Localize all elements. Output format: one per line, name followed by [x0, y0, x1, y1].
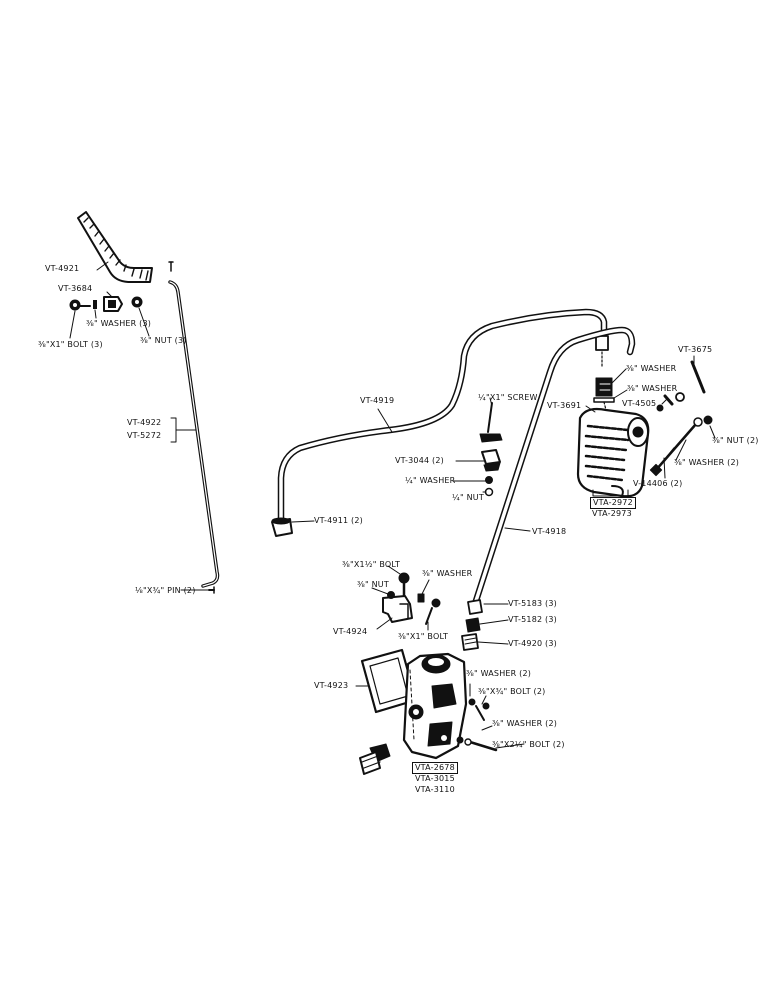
label-bracket: VT-4924	[333, 627, 368, 636]
pump-mount-hardware	[649, 360, 713, 477]
label-pump-washer-mid: ⅜" WASHER	[627, 384, 678, 393]
valve-hardware	[456, 698, 498, 752]
label-pump-bolt: V-14406 (2)	[633, 479, 683, 488]
label-clip-nut: ¼" NUT	[452, 493, 484, 502]
label-valve-washer-low: ⅜" WASHER (2)	[492, 719, 558, 728]
label-long-tube: VT-4919	[360, 396, 395, 405]
label-control-lever: VT-4921	[45, 264, 80, 273]
label-elbow-a: VT-5183 (3)	[508, 599, 557, 608]
rod-top-pin	[168, 261, 174, 272]
label-tube-fitting: VT-4911 (2)	[314, 516, 363, 525]
label-pump-nut: ⅜" NUT (2)	[712, 436, 759, 445]
label-cover-plate: VT-4923	[314, 681, 349, 690]
label-bracket-nut: ⅜" NUT	[357, 580, 389, 589]
control-rod	[168, 280, 220, 594]
pump-tube	[469, 326, 636, 614]
label-valve-bolt-low: ⅜"X2¼" BOLT (2)	[492, 740, 565, 749]
label-control-rod-b: VT-5272	[127, 431, 162, 440]
elbow-fittings	[461, 599, 483, 651]
label-clip-screw: ¼"X1" SCREW	[478, 393, 538, 402]
valve-plug	[359, 743, 391, 775]
label-rod-pin: ⅛"X¾" PIN (2)	[135, 586, 196, 595]
label-valve-washer-top: ⅜" WASHER (2)	[466, 669, 532, 678]
label-pump-washer-top: ⅜" WASHER	[626, 364, 677, 373]
label-lever-pivot: VT-3684	[58, 284, 93, 293]
lever-hardware	[69, 296, 143, 312]
label-lever-bolt: ⅜"X1" BOLT (3)	[38, 340, 103, 349]
label-clip: VT-3044 (2)	[395, 456, 444, 465]
label-elbow-c: VT-4920 (3)	[508, 639, 557, 648]
long-tube	[271, 308, 609, 537]
label-control-rod-a: VT-4922	[127, 418, 162, 427]
hydraulic-pump	[576, 377, 650, 498]
label-valve-assy-b: VTA-3015	[415, 774, 455, 783]
label-pump-assy-b: VTA-2973	[592, 509, 632, 518]
label-valve-assy-c: VTA-3110	[415, 785, 455, 794]
label-valve-assy-a: VTA-2678	[412, 762, 458, 774]
leader-lines	[69, 261, 716, 749]
bracket-assembly	[382, 572, 441, 625]
label-pump-assy-a: VTA-2972	[590, 497, 636, 509]
label-lever-nut: ⅜" NUT (3)	[140, 336, 187, 345]
control-valve	[402, 652, 468, 760]
label-pump-gasket: VT-3691	[547, 401, 582, 410]
label-pump-tube: VT-4918	[532, 527, 567, 536]
label-bracket-bolt: ⅜"X1½" BOLT	[342, 560, 401, 569]
label-pump-spacer: VT-4505	[622, 399, 657, 408]
label-lever-washer: ⅜" WASHER (3)	[86, 319, 152, 328]
label-bracket-bolt2: ⅜"X1" BOLT	[398, 632, 449, 641]
label-pump-stud: VT-3675	[678, 345, 713, 354]
tube-clip-hardware	[479, 402, 503, 497]
label-valve-bolt-top: ⅜"X¾" BOLT (2)	[478, 687, 546, 696]
label-pump-washer-lower: ⅜" WASHER (2)	[674, 458, 740, 467]
label-clip-washer: ¼" WASHER	[405, 476, 456, 485]
control-lever	[77, 211, 153, 283]
label-bracket-washer: ⅜" WASHER	[422, 569, 473, 578]
label-elbow-b: VT-5182 (3)	[508, 615, 557, 624]
